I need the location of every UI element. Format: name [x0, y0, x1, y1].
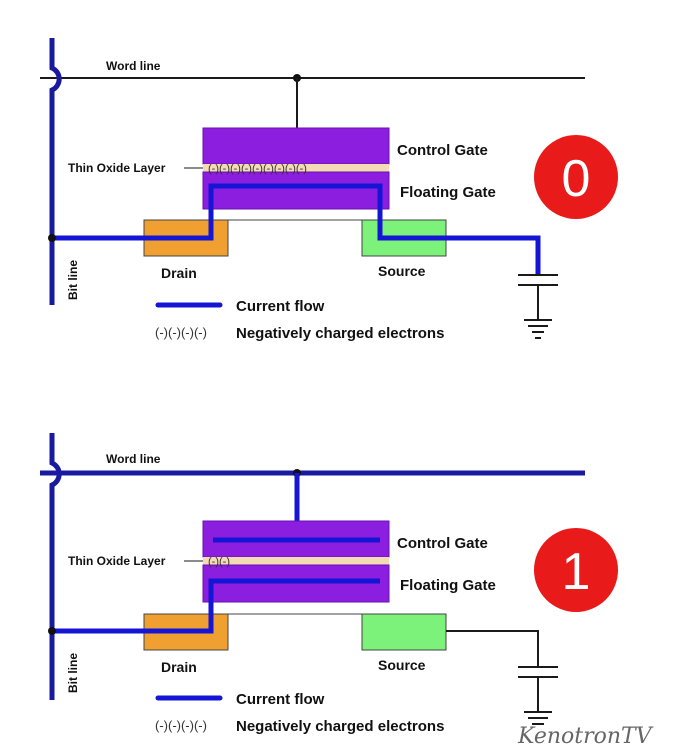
floating-gate-label: Floating Gate	[400, 184, 496, 201]
thin-oxide-layer	[203, 164, 389, 172]
legend-electrons-symbol: (-)(-)(-)(-)	[155, 325, 207, 340]
control-gate	[202, 127, 390, 165]
source-label: Source	[378, 657, 426, 673]
oxide-layer-label: Thin Oxide Layer	[68, 554, 166, 568]
control-gate-label: Control Gate	[397, 142, 488, 159]
legend-electrons-symbol: (-)(-)(-)(-)	[155, 718, 207, 733]
watermark: KenotronTV	[517, 724, 654, 749]
floating-gate	[202, 171, 390, 210]
oxide-layer-label: Thin Oxide Layer	[68, 161, 166, 175]
bit-junction-dot	[48, 234, 56, 242]
source-region	[361, 613, 447, 651]
thin-oxide-layer	[203, 557, 389, 565]
current-flow-path	[52, 183, 541, 275]
state-badge-value: 0	[562, 150, 591, 208]
state-badge	[534, 135, 618, 219]
trapped-electrons: (-)(-)	[208, 556, 230, 568]
legend-current-label: Current flow	[236, 691, 325, 708]
trapped-electrons: (-)(-)(-)(-)(-)(-)(-)(-)(-)	[208, 163, 307, 175]
state-badge	[534, 528, 618, 612]
bit-junction-dot	[48, 627, 56, 635]
cell-state-1: Word line Thin Oxide Layer (-)(-) Contro…	[40, 433, 618, 735]
current-flow-path	[52, 578, 380, 634]
legend-electrons-label: Negatively charged electrons	[236, 718, 444, 735]
legend-electrons-label: Negatively charged electrons	[236, 325, 444, 342]
cell-state-0: Word line Thin Oxide Layer (-)(-)(-)(-)(…	[40, 38, 618, 342]
control-gate-label: Control Gate	[397, 535, 488, 552]
state-badge-value: 1	[562, 543, 591, 601]
word-line-label: Word line	[106, 59, 161, 73]
floating-gate-label: Floating Gate	[400, 577, 496, 594]
source-wire	[446, 630, 539, 667]
legend-current-label: Current flow	[236, 298, 325, 315]
bit-line	[49, 433, 62, 700]
source-label: Source	[378, 263, 426, 279]
bit-line-label: Bit line	[66, 260, 80, 300]
drain-label: Drain	[161, 265, 197, 281]
drain-label: Drain	[161, 659, 197, 675]
word-line-label: Word line	[106, 452, 161, 466]
bit-line	[49, 38, 62, 305]
bit-line-label: Bit line	[66, 653, 80, 693]
